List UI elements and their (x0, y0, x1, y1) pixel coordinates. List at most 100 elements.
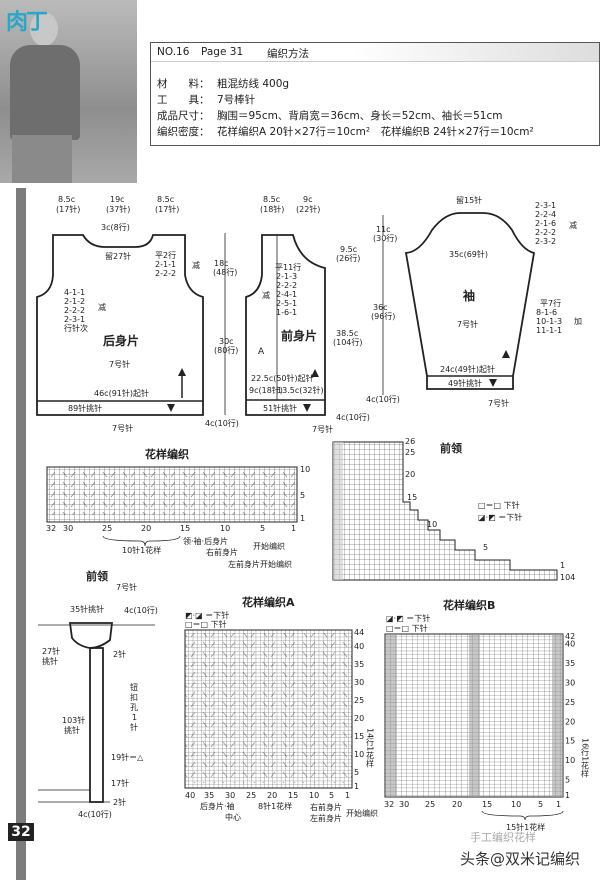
band-note: 钮 (130, 682, 138, 692)
sleeve-note: 2-2-2 (535, 228, 556, 237)
col-tick: 5 (260, 524, 265, 533)
up-arrow-icon (178, 368, 186, 376)
col-tick: 20 (267, 791, 277, 800)
row-tick: 40 (354, 642, 364, 651)
sleeve-note: 2-2-4 (535, 210, 556, 219)
row-tick: 25 (354, 696, 364, 705)
page-title: 编织方法 (267, 48, 309, 60)
front-note: 2-4-1 (276, 290, 297, 299)
band-note: 孔 (130, 703, 138, 712)
row-tick: 10 (427, 520, 437, 529)
chart-a-symbols (185, 633, 352, 783)
watermark-faint: 手工编织花样 (470, 831, 536, 844)
chart-a: 花样编织A ◩·◪ ＝下针 □＝□ 下针 444035302520151051 … (184, 595, 378, 823)
sleeve-note: 留15针 (456, 195, 482, 205)
repeat-brace (102, 535, 181, 547)
legend-item: □＝□ 下针 (386, 623, 428, 633)
col-tick: 15 (482, 800, 492, 809)
sleeve-outline (404, 212, 536, 390)
sleeve-diagram: 11c (30行) 36c (96行) 4c(10行) 留15针 2-3-1 2… (366, 195, 582, 408)
front-dim: 9c (303, 195, 313, 204)
front-note: 7号针 (312, 424, 333, 434)
front-dim: 9.5c (340, 245, 357, 254)
front-piece-outline (245, 234, 326, 416)
repeat-brace (481, 810, 564, 821)
band-note: 7号针 (116, 582, 137, 592)
model-photo: 肉丁 (0, 0, 137, 183)
repeat-label: 8针1花样 (258, 801, 292, 811)
row-tick: 1 (300, 514, 305, 523)
pattern-number: NO.16 (157, 46, 190, 58)
band-note: 35针挑针 (70, 604, 104, 614)
start-note: 右前身片 (310, 802, 342, 812)
chart-title: 前领 (86, 569, 108, 583)
chart-b: 花样编织B ◪·◩ ＝下针 □＝□ 下针 424035302520151051 … (384, 598, 590, 832)
sleeve-note: 10-1-3 (536, 317, 562, 326)
sleeve-note: 2-3-1 (535, 201, 556, 210)
photo-skirt (12, 135, 72, 183)
front-note: 22.5c(50针)起针 (251, 373, 314, 383)
row-tick: 25 (405, 448, 415, 457)
row-tick: 1 (560, 561, 565, 570)
legend-item: ◪·◩ ＝下针 (386, 613, 430, 623)
sleeve-dim: (96行) (371, 311, 395, 321)
legend-item: □＝□ 下针 (185, 619, 227, 629)
band-note: 针 (130, 722, 138, 732)
col-tick: 5 (329, 791, 334, 800)
front-note: A (258, 347, 265, 357)
row-tick: 15 (565, 737, 575, 746)
back-piece-outline (36, 234, 204, 416)
sleeve-note: 8-1-6 (536, 308, 557, 317)
start-note: 领·袖·后身片 (183, 536, 228, 546)
row-tick: 30 (565, 679, 575, 688)
page-number: 32 (8, 823, 34, 841)
row-tick: 20 (354, 714, 364, 723)
back-note: 留27针 (105, 251, 131, 261)
back-dim: (48行) (213, 267, 237, 277)
sleeve-note: 7号针 (488, 398, 509, 408)
legend-item: □＝□ 下针 (478, 500, 520, 510)
band-note: 17针 (111, 778, 129, 788)
back-piece-diagram: 8.5c (17针) 19c (37针) 8.5c (17针) 3c(8行) 留… (36, 195, 239, 433)
row-tick: 10 (354, 750, 364, 759)
sleeve-note: 2-1-6 (535, 219, 556, 228)
band-note: 2针 (113, 649, 126, 659)
rib-column (552, 634, 563, 797)
front-piece-label: 前身片 (281, 328, 317, 343)
row-tick: 20 (565, 717, 575, 726)
center-label: 后身片·袖 (200, 801, 235, 811)
col-tick: 25 (246, 791, 256, 800)
back-piece-label: 后身片 (103, 333, 139, 348)
front-dim: (26行) (336, 253, 360, 263)
spec-tools: 7号棒针 (217, 94, 256, 106)
back-dim: (37针) (106, 204, 130, 214)
row-tick: 15 (407, 493, 417, 502)
pattern-stitch-chart: 花样编织 10 5 1 32 30 25 20 15 10 5 1 10针1花样… (46, 447, 310, 569)
start-note: 右前身片 (206, 547, 238, 557)
band-note: 4c(10行) (124, 605, 158, 615)
sleeve-note: 加 (574, 316, 582, 326)
band-note: 挑针 (42, 656, 58, 666)
col-tick: 5 (538, 800, 543, 809)
front-note: 2-2-2 (276, 281, 297, 290)
back-dim: 19c (110, 195, 125, 204)
row-tick: 104 (560, 573, 575, 582)
front-note: 13.5c(32针) (277, 385, 324, 395)
front-neck-chart: 前领 26 25 20 15 10 5 1 104 □＝□ 下针 ◪·◩ ＝下针 (332, 437, 575, 582)
down-arrow-icon (489, 379, 497, 387)
photo-cardigan (10, 45, 80, 140)
collar-shape (68, 622, 114, 649)
band-note: 扣 (130, 692, 138, 702)
col-tick: 10 (309, 791, 319, 800)
spec-gauge: 花样编织A 20针×27行＝10cm² 花样编织B 24针×27行＝10cm² (217, 126, 534, 138)
row-tick: 15 (354, 732, 364, 741)
col-tick: 25 (425, 800, 435, 809)
row-tick: 5 (354, 768, 359, 777)
col-tick: 40 (185, 791, 195, 800)
col-tick: 30 (225, 791, 235, 800)
spec-label-gauge: 编织密度： (157, 126, 210, 138)
band-note: 2针 (113, 797, 126, 807)
front-piece-diagram: 8.5c (18针) 9c (22针) 9.5c (26行) 38.5c (10… (245, 195, 384, 434)
pattern-header: NO.16 Page 31 编织方法 材 料： 粗混纺线 400g 工 具： 7… (150, 42, 600, 146)
